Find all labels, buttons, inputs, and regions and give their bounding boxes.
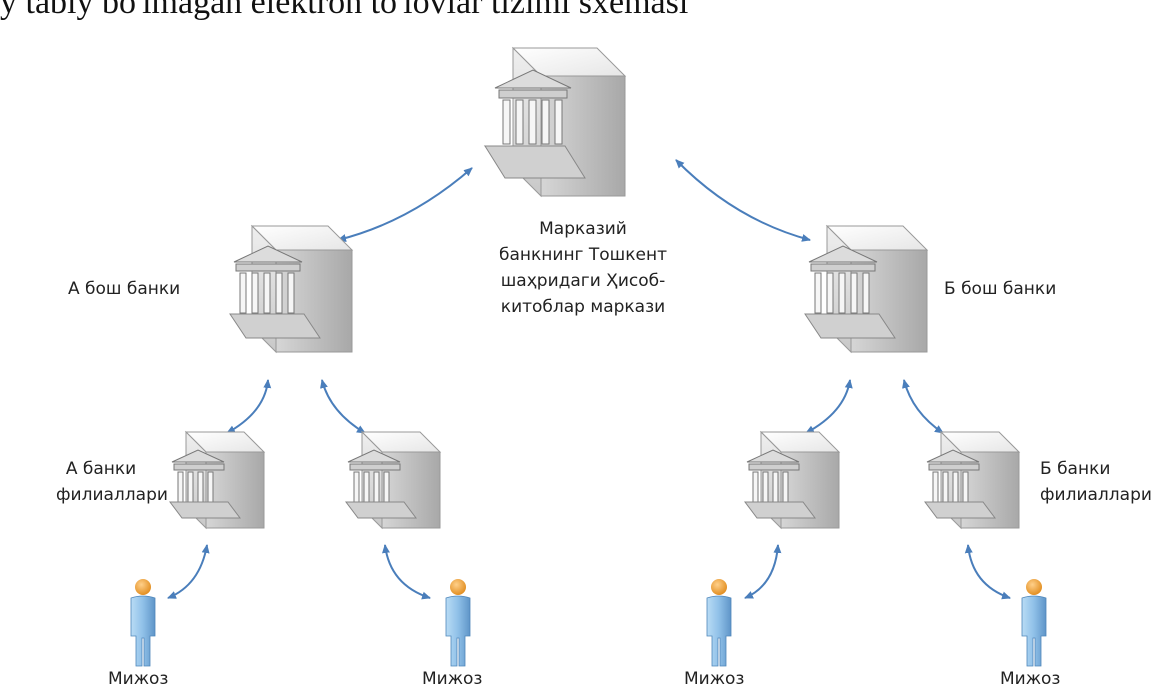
branches-b-label: Б банки филиаллари [1040, 456, 1160, 508]
arrow-branch-b1-client-3 [744, 544, 782, 599]
client-4-person-icon [1021, 579, 1047, 667]
central-bank-building-icon [483, 46, 627, 198]
top-caption-fragment: y tabiy bo'lmagan elektron to'lovlar tiz… [0, 0, 689, 21]
branches-a-label: А банки филиаллари [56, 456, 168, 508]
branches-b-label-line: филиаллари [1040, 485, 1152, 505]
bank-b-building-icon [804, 224, 929, 354]
central-bank-label-line: Марказий [539, 219, 627, 239]
arrow-branch-b2-client-4 [964, 544, 1011, 600]
client-4-label: Мижоз [1000, 669, 1061, 689]
client-3-label: Мижоз [684, 669, 745, 689]
branch-b2-building-icon [924, 430, 1021, 530]
central-bank-label-line: банкнинг Тошкент [499, 245, 667, 265]
branch-a2-building-icon [345, 430, 442, 530]
connector-arrows [167, 159, 1011, 600]
bank-a-building-icon [229, 224, 354, 354]
client-1-person-icon [130, 579, 156, 667]
branch-b1-building-icon [744, 430, 841, 530]
arrow-central-bank-a [337, 167, 473, 242]
arrow-bank-b-branch-b2 [902, 379, 944, 434]
central-bank-label: Марказий банкнинг Тошкент шаҳридаги Ҳисо… [488, 216, 678, 320]
bank-a-label: А бош банки [68, 279, 181, 299]
central-bank-label-line: шаҳридаги Ҳисоб- [500, 271, 666, 291]
branch-a1-building-icon [169, 430, 266, 530]
branches-b-label-line: Б банки [1040, 459, 1111, 479]
client-3-person-icon [706, 579, 732, 667]
bank-b-label: Б бош банки [944, 279, 1057, 299]
branches-a-label-line: филиаллари [56, 485, 168, 505]
arrow-bank-a-branch-a1 [226, 379, 272, 434]
arrow-bank-a-branch-a2 [320, 379, 366, 434]
central-bank-label-line: китоблар маркази [500, 297, 666, 317]
arrow-branch-a2-client-2 [382, 544, 431, 600]
client-2-person-icon [445, 579, 471, 667]
client-1-label: Мижоз [108, 669, 169, 689]
arrow-central-bank-b [675, 159, 811, 242]
branches-a-label-line: А банки [65, 459, 137, 479]
arrow-branch-a1-client-1 [167, 544, 210, 599]
arrow-bank-b-branch-b1 [805, 379, 853, 434]
client-2-label: Мижоз [422, 669, 483, 689]
